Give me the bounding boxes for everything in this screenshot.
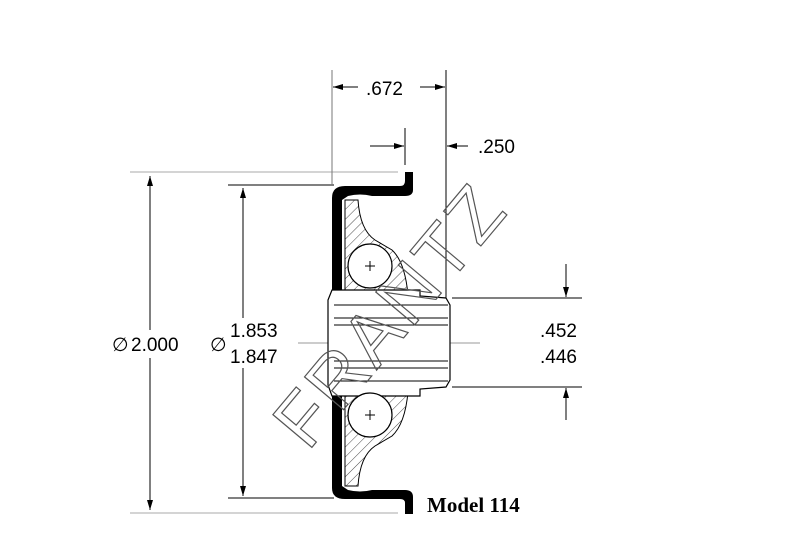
- wheel-section: [327, 172, 451, 514]
- bore-hub: [327, 289, 451, 397]
- dimension-lines: [147, 84, 569, 510]
- dim-outer-diameter-symbol: ∅: [112, 335, 129, 356]
- dim-width-overall: .672: [366, 79, 403, 100]
- dim-tread-diameter-symbol: ∅: [210, 335, 227, 356]
- dim-bore-min: .446: [540, 347, 577, 368]
- dim-flange-offset: .250: [478, 137, 515, 158]
- dim-outer-diameter: 2.000: [131, 335, 179, 356]
- dim-tread-diameter-max: 1.853: [230, 321, 278, 342]
- model-label: Model 114: [427, 493, 520, 517]
- dim-tread-diameter-min: 1.847: [230, 347, 278, 368]
- dim-bore-max: .452: [540, 321, 577, 342]
- tire-shell: [332, 172, 413, 514]
